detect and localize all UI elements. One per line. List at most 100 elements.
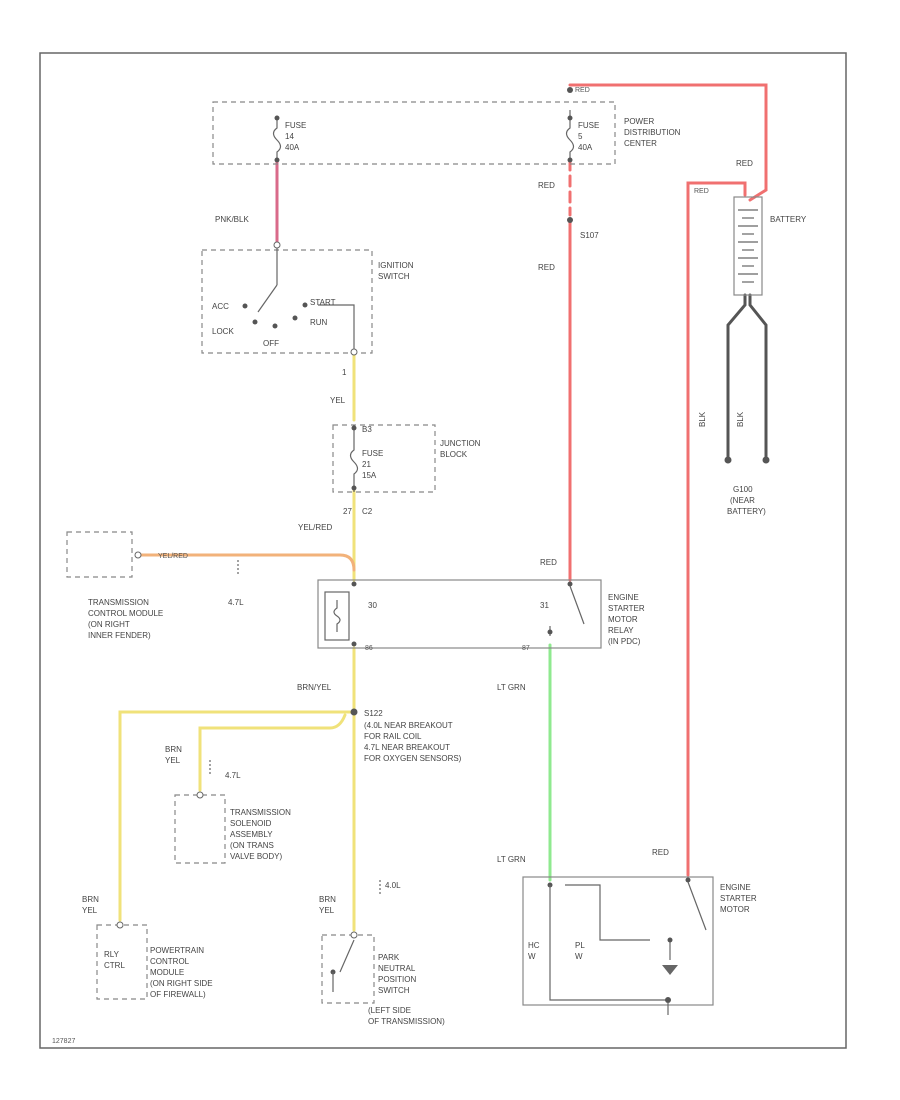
pnp-label-5: (LEFT SIDE — [368, 1006, 411, 1015]
wire-label-lt-grn-a: LT GRN — [497, 683, 526, 692]
wire-blk-a — [726, 293, 747, 462]
ignition-lock-contact — [252, 319, 258, 325]
wire-label-yel-red-tcm: YEL/RED — [158, 553, 188, 560]
relay-box — [317, 579, 602, 649]
starter-pl-2: W — [575, 952, 583, 961]
solenoid-label-2: SOLENOID — [230, 819, 272, 828]
pnp-switch-arm — [339, 939, 355, 973]
ignition-output-line — [318, 304, 355, 350]
ignition-terminal-bottom — [350, 348, 358, 356]
relay-pin86-dot — [351, 641, 357, 647]
junction-fuse-label-2: 21 — [362, 460, 371, 469]
wire-label-blk-b: BLK — [736, 411, 745, 427]
junction-terminal-bottom — [351, 485, 357, 491]
tcm-box — [66, 531, 133, 578]
fuse5-terminal-bottom — [567, 157, 573, 163]
solenoid-label-4: (ON TRANS — [230, 841, 274, 850]
battery-box — [733, 196, 763, 296]
pcm-label-1: POWERTRAIN — [150, 946, 204, 955]
starter-solenoid-contact — [687, 881, 707, 931]
wire-label-brn-yel-c-1: BRN — [319, 895, 336, 904]
fuse5-terminal-top — [567, 115, 573, 121]
s122-note-2: FOR RAIL COIL — [364, 732, 422, 741]
ignition-switch-arm — [257, 284, 278, 313]
relay-coil — [324, 591, 350, 641]
pnp-label-1: PARK — [378, 953, 400, 962]
ignition-label-2: SWITCH — [378, 272, 410, 281]
wire-label-red-mid: RED — [538, 263, 555, 272]
relay-switch-arm — [569, 585, 585, 625]
ignition-label-1: IGNITION — [378, 261, 414, 270]
relay-label-1: ENGINE — [608, 593, 639, 602]
relay-coil-winding — [333, 600, 341, 632]
starter-red-terminal — [685, 877, 691, 883]
wire-label-brn-yel-b-2: YEL — [82, 906, 98, 915]
starter-pl-1: PL — [575, 941, 585, 950]
wire-brn-yel-solenoid — [198, 713, 347, 792]
fuse14-label-3: 40A — [285, 143, 300, 152]
fuse5-symbol — [565, 110, 575, 162]
ignition-start-contact — [302, 302, 308, 308]
junction-label-2: BLOCK — [440, 450, 468, 459]
wire-label-red-top: RED — [538, 181, 555, 190]
junction-pin-top: B3 — [362, 425, 372, 434]
starter-hc-2: W — [528, 952, 536, 961]
relay-label-2: STARTER — [608, 604, 645, 613]
pcm-label-2: CONTROL — [150, 957, 190, 966]
starter-box — [522, 876, 714, 1006]
ignition-start-label: START — [310, 298, 336, 307]
wire-label-lt-grn-b: LT GRN — [497, 855, 526, 864]
wire-label-brn-yel-c-2: YEL — [319, 906, 335, 915]
wire-label-red-starter: RED — [652, 848, 669, 857]
battery-label: BATTERY — [770, 215, 807, 224]
trans-solenoid-box — [174, 794, 226, 864]
fuse14-label-1: FUSE — [285, 121, 306, 130]
ground-label-2: (NEAR — [730, 496, 755, 505]
pnp-terminal — [350, 931, 358, 939]
junction-fuse-symbol — [349, 425, 359, 492]
pcm-pin-1: RLY — [104, 950, 120, 959]
splice-s122 — [350, 708, 358, 716]
relay-label-3: MOTOR — [608, 615, 638, 624]
solenoid-label-1: TRANSMISSION — [230, 808, 291, 817]
starter-hc-1: HC — [528, 941, 540, 950]
starter-label-3: MOTOR — [720, 905, 750, 914]
tcm-terminal — [134, 551, 142, 559]
wire-label-brn-yel-b-1: BRN — [82, 895, 99, 904]
ground-terminal-b — [762, 456, 770, 464]
wire-label-red-relay: RED — [540, 558, 557, 567]
fuse5-label-1: FUSE — [578, 121, 599, 130]
starter-motor-icon — [662, 965, 678, 975]
pcm-label-3: MODULE — [150, 968, 184, 977]
solenoid-engine-label: 4.7L — [225, 771, 241, 780]
wire-label-yel: YEL — [330, 396, 346, 405]
pdc-label-2: DISTRIBUTION — [624, 128, 681, 137]
junction-block-box — [332, 424, 436, 493]
ignition-run-label: RUN — [310, 318, 328, 327]
wire-blk-b — [748, 293, 768, 462]
wire-label-red-batt2: RED — [694, 188, 709, 195]
junction-pin27-label: 27 — [343, 507, 352, 516]
battery-cells — [738, 209, 758, 283]
wire-yel-red-tcm — [138, 553, 356, 572]
pnp-label-4: SWITCH — [378, 986, 410, 995]
relay-label-4: RELAY — [608, 626, 634, 635]
ground-terminal-a — [724, 456, 732, 464]
pnp-engine-label: 4.0L — [385, 881, 401, 890]
starter-ground-dot — [665, 997, 671, 1003]
starter-label-2: STARTER — [720, 894, 757, 903]
fuse14-symbol — [272, 118, 282, 162]
pcm-box — [96, 924, 148, 1000]
diagram-id: 127827 — [52, 1038, 75, 1045]
wire-label-brn-yel-a-2: YEL — [165, 756, 181, 765]
pdc-red-terminal — [567, 87, 573, 93]
wire-label-red-batt: RED — [736, 159, 753, 168]
ground-label-3: BATTERY) — [727, 507, 766, 516]
wire-label-yel-red: YEL/RED — [298, 523, 332, 532]
fuse14-terminal-top — [274, 115, 280, 121]
s122-note-1: (4.0L NEAR BREAKOUT — [364, 721, 453, 730]
ignition-terminal-top — [273, 241, 281, 249]
ignition-switch-box — [201, 249, 373, 354]
pcm-label-5: OF FIREWALL) — [150, 990, 206, 999]
